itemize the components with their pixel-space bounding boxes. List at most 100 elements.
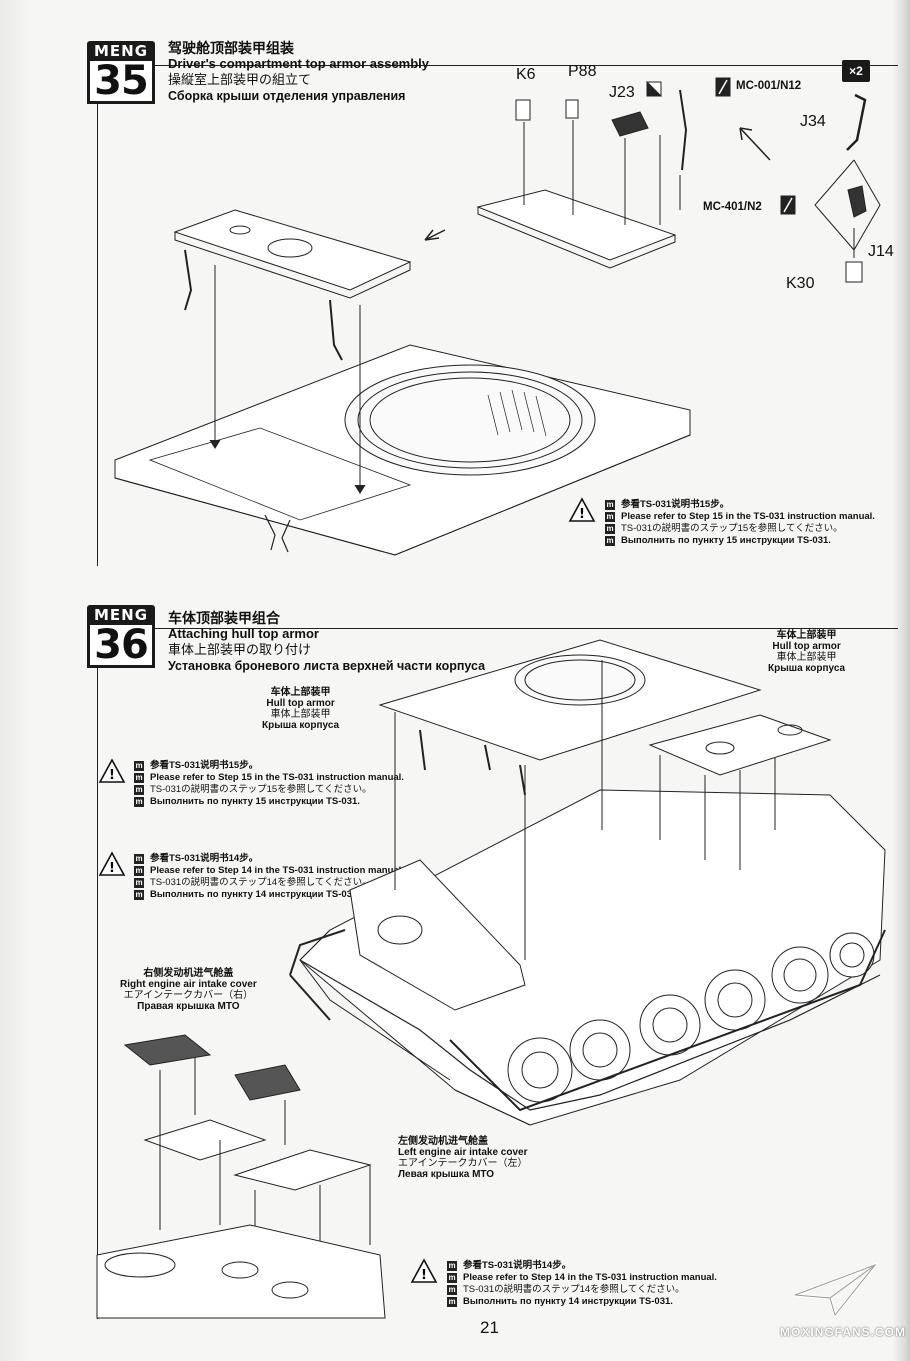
hull-top-armor-right-drawing [648, 714, 832, 870]
tool-icons [646, 77, 796, 215]
tank-hull-drawing [289, 789, 886, 1126]
right-cover-label: 右侧发动机进气舱盖 Right engine air intake cover … [120, 968, 257, 1012]
hull-top-right-en: Hull top armor [772, 641, 841, 652]
part-label-p88: P88 [568, 63, 597, 80]
note14a-jp: TS-031の説明書のステップ14を参照してください。 [150, 877, 372, 888]
lang-en-icon: m [134, 773, 144, 783]
note14b-en: Please refer to Step 14 in the TS-031 in… [463, 1272, 717, 1283]
tool-label-mc401: MC-401/N2 [703, 201, 762, 213]
right-cover-ru: Правая крышка МТО [137, 1001, 240, 1012]
meng-logo: MENG [87, 41, 155, 61]
note14b-jp: TS-031の説明書のステップ14を参照してください。 [463, 1284, 685, 1295]
step35-title-en: Driver's compartment top armor assembly [168, 56, 430, 71]
svg-text:!: ! [109, 861, 115, 876]
hull-top-left-en: Hull top armor [266, 698, 335, 709]
part-label-k30: K30 [786, 275, 815, 292]
note14b-ru: Выполнить по пункту 14 инструкции TS-031… [463, 1296, 673, 1307]
lang-cn-icon: m [134, 761, 144, 771]
lang-en-icon: m [605, 512, 615, 522]
step35-note-ru: Выполнить по пункту 15 инструкции TS-031… [621, 535, 831, 546]
hull-top-left-cn: 车体上部装甲 [270, 687, 331, 698]
note15-ru: Выполнить по пункту 15 инструкции TS-031… [150, 796, 360, 807]
left-cover-cn: 左侧发动机进气舱盖 [398, 1136, 488, 1147]
step35-note-en: Please refer to Step 15 in the TS-031 in… [621, 511, 875, 522]
lang-cn-icon: m [605, 500, 615, 510]
lang-cn-icon: m [134, 854, 144, 864]
lang-jp-icon: m [447, 1285, 457, 1295]
step36-title-jp: 車体上部装甲の取り付け [168, 642, 312, 657]
engine-deck-drawing [96, 1224, 386, 1319]
multiplier-text: ×2 [849, 64, 863, 78]
hull-top-right-jp: 車体上部装甲 [776, 652, 837, 663]
tool-label-mc001: MC-001/N12 [736, 80, 802, 92]
left-cover-ru: Левая крышка МТО [398, 1169, 495, 1180]
note14a-en: Please refer to Step 14 in the TS-031 in… [150, 865, 404, 876]
svg-text:!: ! [421, 1268, 427, 1283]
note15-jp: TS-031の説明書のステップ15を参照してください。 [150, 784, 372, 795]
hull-top-right-ru: Крыша корпуса [768, 663, 846, 674]
lang-cn-icon: m [447, 1261, 457, 1271]
paper-plane-icon [794, 1261, 880, 1319]
step35-frame [97, 65, 898, 566]
svg-text:!: ! [579, 507, 585, 522]
left-cover-label: 左侧发动机进气舱盖 Left engine air intake cover エ… [398, 1136, 528, 1180]
lang-jp-icon: m [134, 878, 144, 888]
step36-frame [97, 628, 898, 1319]
step36-title-cn: 车体顶部装甲组合 [168, 610, 280, 626]
page-number: 21 [480, 1318, 499, 1337]
note15-cn: 参看TS-031说明书15步。 [150, 760, 259, 771]
right-cover-cn: 右侧发动机进气舱盖 [143, 968, 234, 979]
meng-logo: MENG [87, 605, 155, 625]
warning-icon: ! [98, 851, 126, 876]
lang-ru-icon: m [605, 536, 615, 546]
hull-top-armor-left-drawing [378, 639, 762, 960]
step35-badge: MENG 35 [87, 41, 155, 104]
right-cover-jp: エアインテークカバー（右） [123, 990, 254, 1001]
hull-top-left-jp: 車体上部装甲 [270, 709, 331, 720]
step35-note-jp: TS-031の説明書のステップ15を参照してください。 [621, 523, 843, 534]
warning-icon: ! [410, 1258, 438, 1283]
step36-titles: 车体顶部装甲组合 Attaching hull top armor 車体上部装甲… [168, 610, 485, 674]
step36-title-ru: Установка броневого листа верхней части … [168, 659, 486, 673]
hull-plate-drawing [114, 344, 691, 556]
note14a-cn: 参看TS-031说明书14步。 [150, 853, 259, 864]
lang-en-icon: m [447, 1273, 457, 1283]
step36-badge: MENG 36 [87, 605, 155, 668]
step35-title-cn: 驾驶舱顶部装甲组装 [168, 40, 294, 56]
parts-cluster-drawing [424, 89, 881, 283]
part-label-j34: J34 [800, 113, 826, 130]
lang-jp-icon: m [134, 785, 144, 795]
lang-en-icon: m [134, 866, 144, 876]
engine-covers-drawing [123, 1034, 372, 1255]
step35-note-cn: 参看TS-031说明书15步。 [621, 499, 730, 510]
step36-title-en: Attaching hull top armor [168, 626, 319, 641]
hull-top-armor-right-label: 车体上部装甲 Hull top armor 車体上部装甲 Крыша корпу… [768, 630, 845, 674]
driver-top-armor-drawing [173, 209, 412, 494]
part-label-k6: K6 [516, 66, 536, 83]
multiplier-badge: ×2 [842, 60, 870, 82]
watermark: MOXINGFANS.COM [780, 1260, 907, 1339]
step35-title-ru: Сборка крыши отделения управления [168, 89, 406, 103]
note14a-ru: Выполнить по пункту 14 инструкции TS-031… [150, 889, 360, 900]
step35-titles: 驾驶舱顶部装甲组装 Driver's compartment top armor… [168, 40, 429, 104]
part-label-j14: J14 [868, 243, 894, 260]
hull-top-left-ru: Крыша корпуса [262, 720, 340, 731]
right-cover-en: Right engine air intake cover [120, 979, 257, 990]
svg-text:!: ! [109, 768, 115, 783]
watermark-text: MOXINGFANS.COM [780, 1325, 907, 1339]
left-cover-jp: エアインテークカバー（左） [398, 1158, 528, 1169]
lang-ru-icon: m [134, 890, 144, 900]
hull-top-right-cn: 车体上部装甲 [776, 630, 837, 641]
note14b-cn: 参看TS-031说明书14步。 [463, 1260, 572, 1271]
lang-jp-icon: m [605, 524, 615, 534]
warning-icon: ! [98, 758, 126, 783]
hull-top-armor-left-label: 车体上部装甲 Hull top armor 車体上部装甲 Крыша корпу… [262, 687, 339, 731]
step35-number: 35 [87, 61, 155, 104]
warning-icon: ! [568, 497, 596, 522]
